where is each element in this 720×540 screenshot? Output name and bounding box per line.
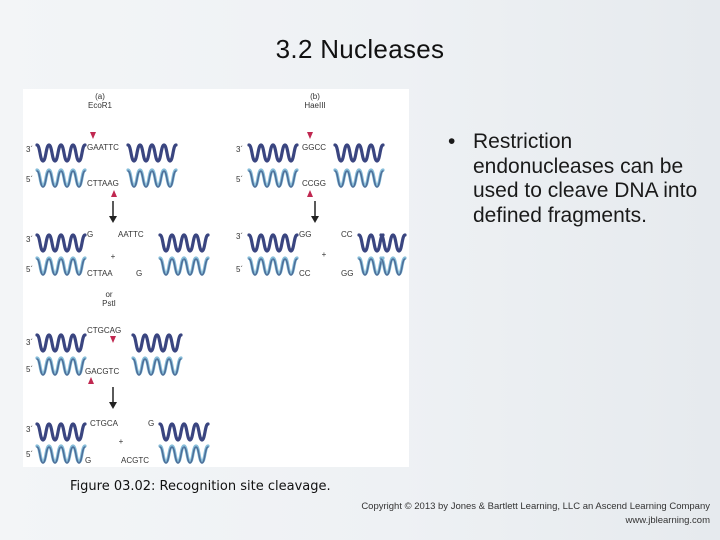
cleaved-bottom-right: G: [136, 269, 142, 278]
svg-text:5´: 5´: [26, 450, 33, 459]
pst1-cleaved-dna: 3´ 5´ CTGCA G + G ACGTC: [26, 419, 210, 465]
svg-text:CTGCA: CTGCA: [90, 419, 119, 428]
down-arrow: [311, 201, 319, 223]
svg-text:G: G: [148, 419, 154, 428]
svg-text:+: +: [119, 437, 124, 446]
svg-text:3´: 3´: [26, 235, 33, 244]
bullet-icon: •: [448, 130, 456, 153]
svg-text:5´: 5´: [236, 265, 243, 274]
svg-text:5´: 5´: [26, 365, 33, 374]
svg-text:G: G: [85, 456, 91, 465]
svg-text:CC: CC: [341, 230, 353, 239]
down-arrow: [109, 387, 117, 409]
panel-a-enzyme: EcoR1: [88, 101, 113, 110]
plus-sign: +: [111, 252, 116, 261]
pst1-bottom-sequence: GACGTC: [85, 367, 119, 376]
slide-title: 3.2 Nucleases: [275, 34, 445, 64]
haeiii-intact-dna: 3´ 5´ GGCC CCGG: [236, 132, 385, 197]
strand-5-label: 5´: [26, 175, 33, 184]
svg-text:5´: 5´: [236, 175, 243, 184]
strand-3-label: 3´: [26, 145, 33, 154]
pst1-top-sequence: CTGCAG: [87, 326, 121, 335]
haeiii-cleaved-dna: 3´ 5´ GG CC + CC GG: [236, 230, 407, 278]
panel-b-label: (b): [310, 92, 320, 101]
copyright-line: Copyright © 2013 by Jones & Bartlett Lea…: [361, 501, 710, 512]
svg-text:3´: 3´: [26, 338, 33, 347]
cut-site-bottom-arrow: [111, 190, 117, 197]
figure-caption: Figure 03.02: Recognition site cleavage.: [70, 479, 331, 494]
svg-text:3´: 3´: [26, 425, 33, 434]
haeiii-top-sequence: GGCC: [302, 143, 326, 152]
svg-text:GG: GG: [341, 269, 353, 278]
svg-text:5´: 5´: [26, 265, 33, 274]
svg-text:GG: GG: [299, 230, 311, 239]
svg-text:ACGTC: ACGTC: [121, 456, 149, 465]
haeiii-bottom-sequence: CCGG: [302, 179, 326, 188]
panel-a-label: (a): [95, 92, 105, 101]
bullet-item: • Restriction endonucleases can be used …: [448, 130, 708, 228]
restriction-cleavage-figure: (a) EcoR1 (b) HaeIII 3´ 5´ GAATTC CTTAAG…: [23, 89, 409, 467]
bullet-list: • Restriction endonucleases can be used …: [448, 130, 708, 228]
cut-site-top-arrow: [90, 132, 96, 139]
publisher-url: www.jblearning.com: [625, 515, 710, 526]
svg-text:3´: 3´: [236, 145, 243, 154]
ecor1-top-sequence: GAATTC: [87, 143, 119, 152]
pst1-enzyme-label: PstI: [102, 299, 116, 308]
svg-text:CC: CC: [299, 269, 311, 278]
svg-text:+: +: [322, 250, 327, 259]
ecor1-cleaved-dna: 3´ 5´ G AATTC + CTTAA G: [26, 230, 210, 278]
cleaved-bottom-left: CTTAA: [87, 269, 113, 278]
down-arrow: [109, 201, 117, 223]
cleaved-top-right: AATTC: [118, 230, 144, 239]
ecor1-intact-dna: 3´ 5´ GAATTC CTTAAG: [26, 132, 178, 197]
panel-b-enzyme: HaeIII: [304, 101, 325, 110]
or-label: or: [105, 290, 112, 299]
cleaved-top-left: G: [87, 230, 93, 239]
pst1-intact-dna: 3´ 5´ CTGCAG GACGTC: [26, 326, 183, 384]
bullet-text: Restriction endonucleases can be used to…: [473, 130, 698, 227]
ecor1-bottom-sequence: CTTAAG: [87, 179, 119, 188]
copyright-notice: Copyright © 2013 by Jones & Bartlett Lea…: [361, 500, 710, 528]
svg-text:3´: 3´: [236, 232, 243, 241]
